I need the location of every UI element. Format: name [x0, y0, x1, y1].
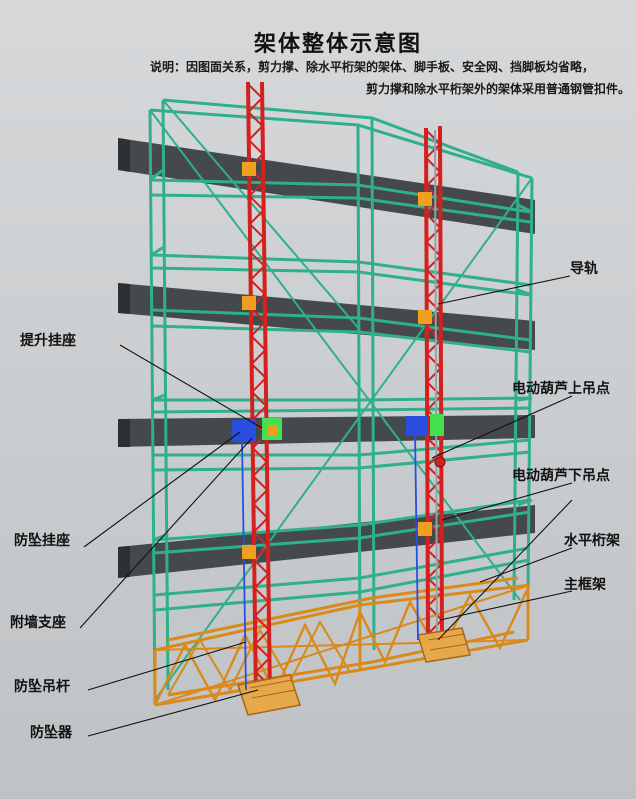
horizontal-truss — [153, 576, 531, 707]
wall-bracket — [242, 296, 256, 310]
label-lifting-seat: 提升挂座 — [20, 333, 76, 349]
label-anti-fall-seat: 防坠挂座 — [14, 533, 70, 549]
anti-fall-rod — [414, 429, 419, 641]
label-anti-fall-device: 防坠器 — [30, 725, 72, 741]
floor-beam — [118, 138, 535, 234]
label-anti-fall-rod: 防坠吊杆 — [14, 679, 70, 695]
diagram-title: 架体整体示意图 — [253, 32, 422, 57]
anti-fall-seat — [232, 420, 256, 442]
lifting-seat — [430, 414, 444, 436]
note-line-2: 剪力撑和除水平桁架外的架体采用普通钢管扣件。 — [365, 82, 630, 96]
label-main-frame: 主框架 — [564, 577, 606, 593]
label-hoist-upper-point: 电动葫芦上吊点 — [512, 381, 610, 397]
label-hoist-lower-point: 电动葫芦下吊点 — [512, 468, 610, 484]
main-frame-left — [246, 81, 272, 701]
anti-fall-seat — [406, 416, 428, 436]
wall-bracket — [418, 192, 432, 206]
guide-rail — [434, 129, 438, 641]
leader-lines — [79, 275, 573, 737]
floor-beam — [118, 415, 535, 447]
lifting-seat-bolt — [268, 425, 278, 435]
main-frame-right — [424, 125, 444, 641]
label-horizontal-truss: 水平桁架 — [564, 533, 620, 549]
label-wall-support: 附墙支座 — [10, 615, 66, 631]
note-line-1: 说明：因图面关系，剪力撑、除水平桁架的架体、脚手板、安全网、挡脚板均省略， — [150, 60, 595, 74]
electric-hoist — [434, 456, 446, 468]
base-plate-left — [237, 674, 301, 716]
anti-fall-rod — [241, 439, 247, 691]
frame-lattice — [424, 129, 444, 635]
wall-bracket — [242, 162, 256, 176]
wall-bracket — [418, 522, 432, 536]
wall-bracket — [418, 310, 432, 324]
frame-lattice — [246, 83, 271, 687]
scaffold-frame — [148, 98, 534, 706]
wall-bracket — [242, 545, 256, 559]
label-guide-rail: 导轨 — [570, 261, 598, 277]
